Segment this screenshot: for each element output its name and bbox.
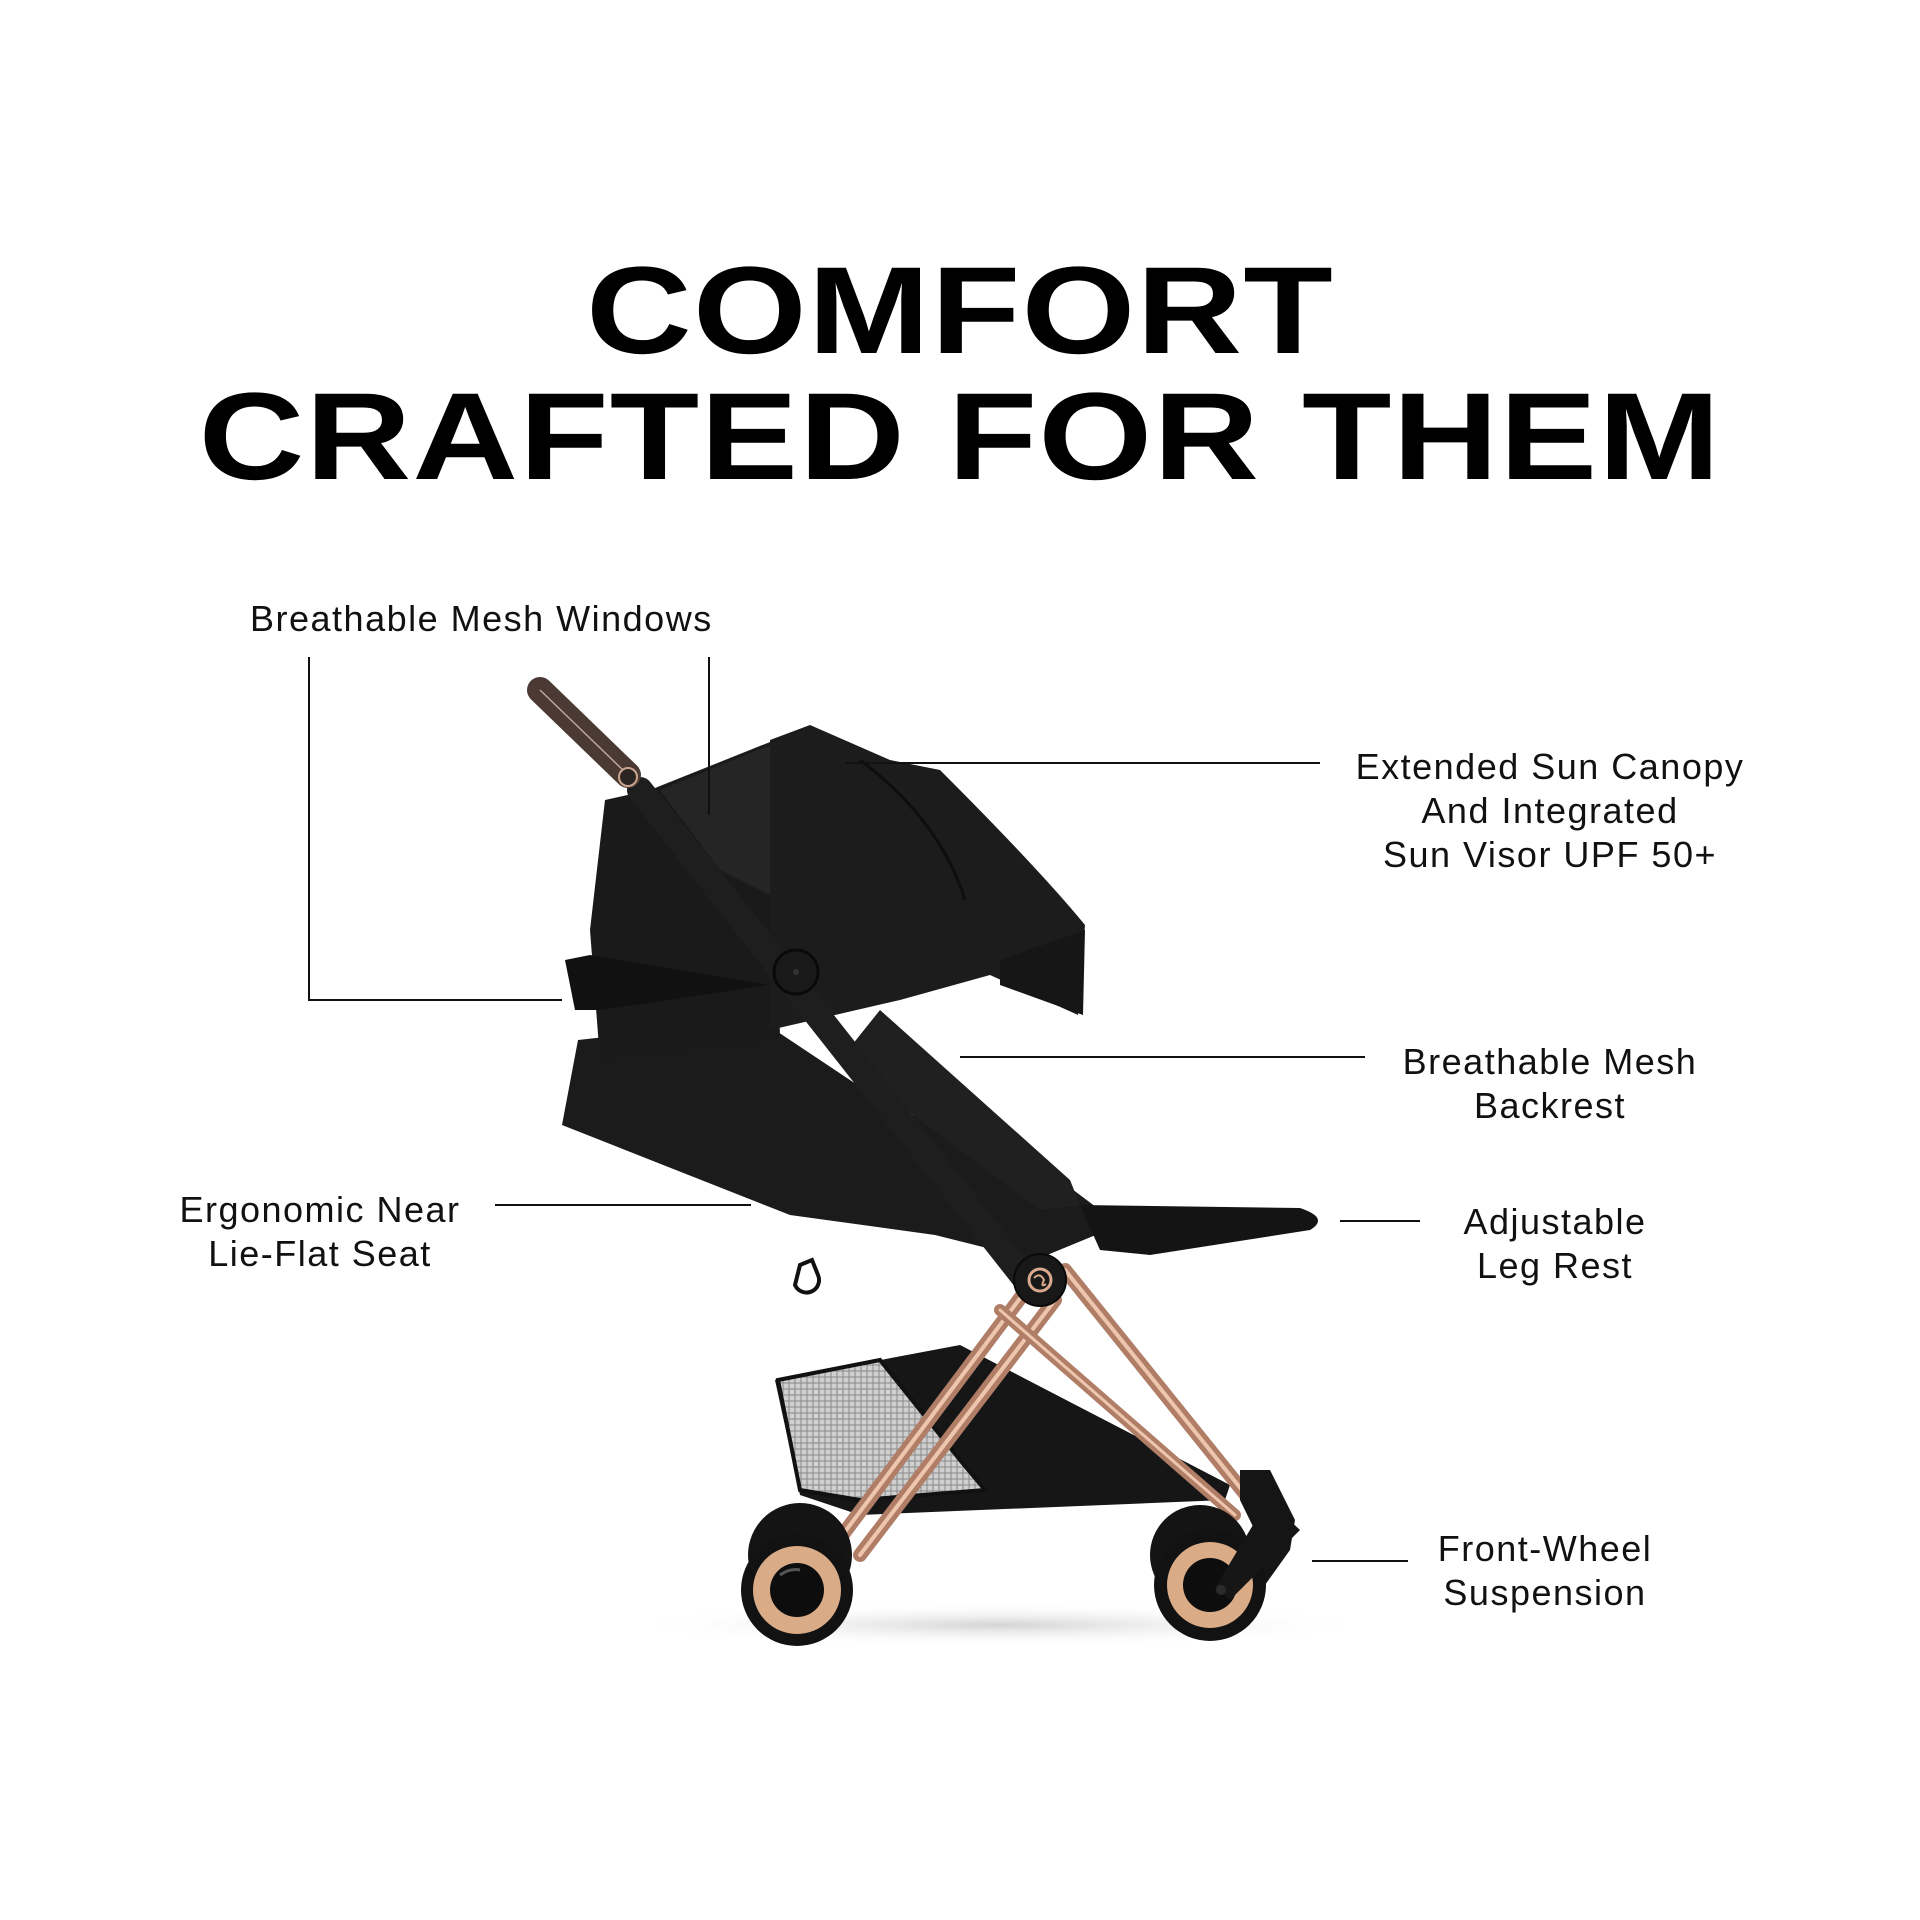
front-wheel	[1150, 1500, 1300, 1641]
leader-line-suspension	[1312, 1560, 1408, 1562]
leader-line-mesh-windows-bottom	[308, 999, 562, 1001]
leader-line-mesh-backrest	[960, 1056, 1365, 1058]
sun-visor	[1000, 930, 1085, 1015]
callout-mesh-windows: Breathable Mesh Windows	[250, 598, 713, 639]
headline-line-2: CRAFTED FOR THEM	[198, 368, 1722, 506]
backrest	[840, 1010, 1080, 1210]
leader-line-leg-rest	[1340, 1220, 1420, 1222]
sun-canopy	[770, 725, 1085, 1030]
rear-wheel	[741, 1503, 853, 1646]
mesh-window	[660, 745, 780, 900]
callout-mesh-backrest: Breathable Mesh Backrest	[1402, 1041, 1698, 1126]
callout-suspension: Front-Wheel Suspension	[1437, 1528, 1653, 1613]
frame-hub	[1013, 1253, 1067, 1307]
leader-line-seat	[495, 1204, 751, 1206]
page-title: COMFORT CRAFTED FOR THEM	[0, 248, 1920, 500]
ground-shadow	[620, 1603, 1380, 1647]
side-strap	[565, 955, 770, 1010]
d-ring	[792, 1257, 822, 1295]
leg-rest	[1080, 1205, 1318, 1255]
leader-line-sun-canopy	[845, 762, 1320, 764]
seat-body	[562, 1020, 1120, 1260]
handlebar-tube	[627, 777, 1043, 1298]
handle-logo	[618, 767, 638, 787]
leader-line-mesh-windows-right	[708, 657, 710, 815]
frame	[828, 1263, 1257, 1562]
callout-sun-canopy: Extended Sun Canopy And Integrated Sun V…	[1355, 746, 1745, 875]
leader-line-mesh-windows-left	[308, 657, 310, 1001]
callout-leg-rest: Adjustable Leg Rest	[1463, 1201, 1647, 1286]
brand-logo-icon	[1027, 1267, 1053, 1293]
callout-seat: Ergonomic Near Lie-Flat Seat	[179, 1189, 461, 1274]
headline-line-1: COMFORT	[586, 242, 1334, 380]
